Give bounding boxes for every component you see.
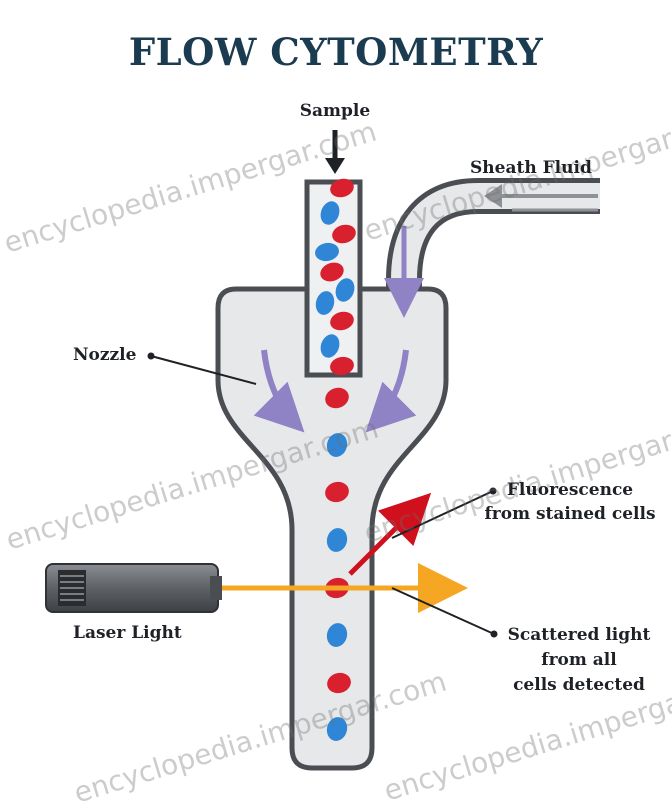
sheath-fluid-label: Sheath Fluid xyxy=(470,158,592,178)
sheath-fluid-arrow xyxy=(484,184,598,212)
scattered-light-label-line: Scattered light xyxy=(507,625,651,645)
flow-direction-arrows xyxy=(253,226,424,433)
fluorescence-label-line: from stained cells xyxy=(484,504,656,524)
diagram-graphic xyxy=(45,130,600,771)
sample-inlet-arrow xyxy=(325,130,345,174)
nozzle-label: Nozzle xyxy=(73,345,137,365)
fluorescence-label: Fluorescence from stained cells xyxy=(472,478,668,526)
sheath-fluid-pipe xyxy=(386,178,600,300)
laser-light-label: Laser Light xyxy=(73,623,182,643)
fluorescence-beam xyxy=(348,492,432,576)
callout-lines xyxy=(147,352,498,638)
laser-device xyxy=(45,563,222,613)
sample-label: Sample xyxy=(299,101,371,121)
flow-cytometry-diagram: encyclopedia.impergar.com encyclopedia.i… xyxy=(0,30,672,810)
fluorescence-label-line: Fluorescence xyxy=(506,480,634,500)
scattered-light-label-line: from all xyxy=(541,650,617,670)
diagram-title: FLOW CYTOMETRY xyxy=(128,30,544,74)
cells xyxy=(315,178,356,741)
scattered-light-label: Scattered light from all cells detected xyxy=(488,623,670,698)
scattered-light-label-line: cells detected xyxy=(513,675,645,695)
